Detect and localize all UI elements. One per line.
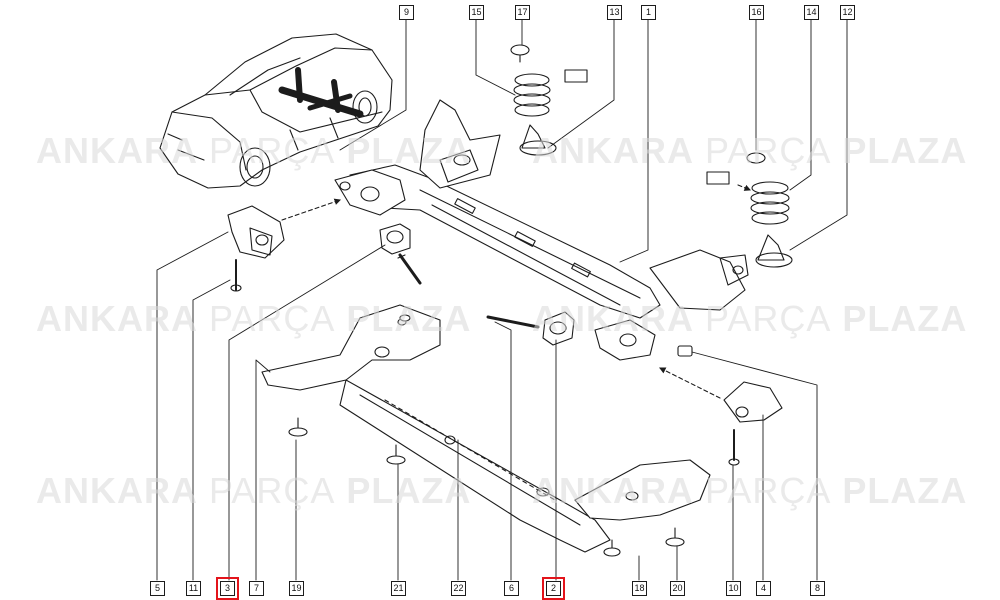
callout-4[interactable]: 4 bbox=[756, 581, 771, 596]
callout-16[interactable]: 16 bbox=[749, 5, 764, 20]
assembly-arrows bbox=[281, 184, 752, 399]
callout-9[interactable]: 9 bbox=[399, 5, 414, 20]
fasteners bbox=[288, 314, 685, 557]
callout-14[interactable]: 14 bbox=[804, 5, 819, 20]
callout-10[interactable]: 10 bbox=[726, 581, 741, 596]
callout-1[interactable]: 1 bbox=[641, 5, 656, 20]
watermark-row-2a: ANKARA PARÇA PLAZA bbox=[36, 298, 472, 339]
watermark-row-3a: ANKARA PARÇA PLAZA bbox=[36, 470, 472, 511]
car-silhouette bbox=[159, 33, 393, 189]
callout-20[interactable]: 20 bbox=[670, 581, 685, 596]
callout-15[interactable]: 15 bbox=[469, 5, 484, 20]
watermark-row-1a: ANKARA PARÇA PLAZA bbox=[36, 130, 472, 171]
callout-22[interactable]: 22 bbox=[451, 581, 466, 596]
callout-21[interactable]: 21 bbox=[391, 581, 406, 596]
watermark-row-1b: ANKARA PARÇA PLAZA bbox=[532, 130, 968, 171]
bushing-right bbox=[677, 345, 693, 357]
subframe-tray bbox=[261, 304, 711, 553]
callout-8[interactable]: 8 bbox=[810, 581, 825, 596]
callout-6[interactable]: 6 bbox=[504, 581, 519, 596]
bushing-left bbox=[379, 223, 422, 285]
mount-bracket-left bbox=[227, 205, 285, 292]
callout-5[interactable]: 5 bbox=[150, 581, 165, 596]
callout-2[interactable]: 2 bbox=[542, 577, 565, 600]
callout-17[interactable]: 17 bbox=[515, 5, 530, 20]
callout-7[interactable]: 7 bbox=[249, 581, 264, 596]
watermark-row-3b: ANKARA PARÇA PLAZA bbox=[532, 470, 968, 511]
callout-3[interactable]: 3 bbox=[216, 577, 239, 600]
watermark-row-2b: ANKARA PARÇA PLAZA bbox=[532, 298, 968, 339]
callout-12[interactable]: 12 bbox=[840, 5, 855, 20]
callout-18[interactable]: 18 bbox=[632, 581, 647, 596]
callout-11[interactable]: 11 bbox=[186, 581, 201, 596]
spring-left bbox=[510, 44, 588, 156]
spring-right bbox=[706, 152, 793, 268]
leader-lines bbox=[156, 19, 848, 581]
callout-19[interactable]: 19 bbox=[289, 581, 304, 596]
callout-13[interactable]: 13 bbox=[607, 5, 622, 20]
mount-bracket-right bbox=[723, 381, 783, 466]
rear-axle-beam bbox=[334, 99, 749, 361]
bushing-center bbox=[486, 311, 575, 346]
